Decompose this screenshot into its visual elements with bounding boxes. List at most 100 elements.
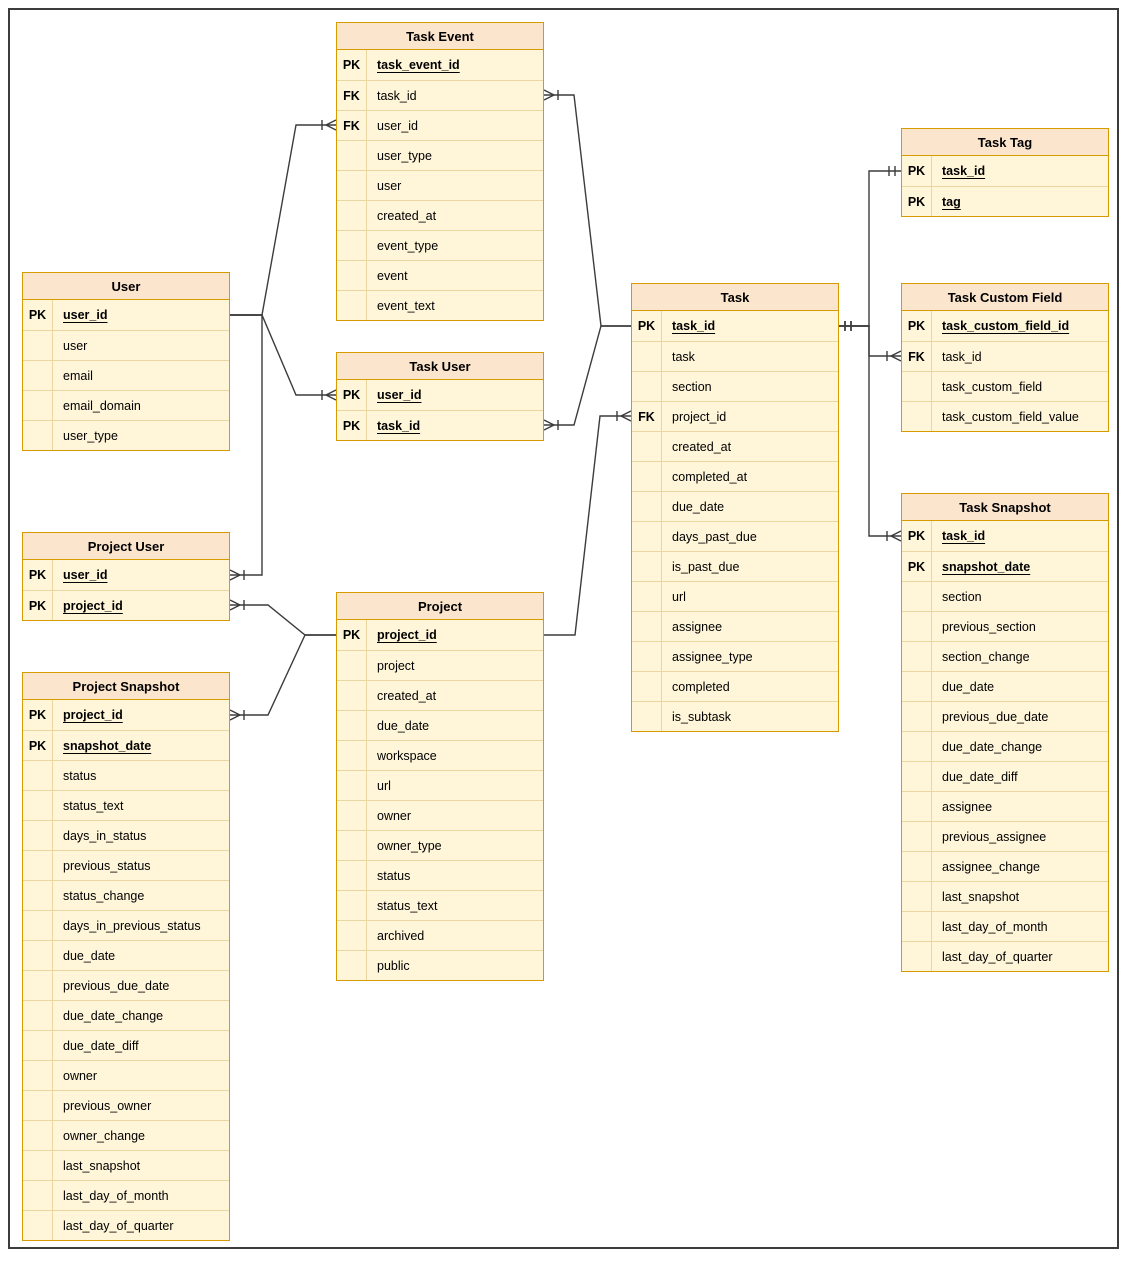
- key-cell: PK: [23, 300, 53, 330]
- field-row-task-days_past_due: days_past_due: [632, 521, 838, 551]
- field-name: user_id: [63, 308, 108, 322]
- field-row-task-snapshot-previous_due_date: previous_due_date: [902, 701, 1108, 731]
- field-name: section: [942, 589, 982, 604]
- field-name: task_id: [672, 319, 716, 333]
- field-name: task_custom_field_id: [942, 319, 1070, 333]
- field-name: task_event_id: [377, 58, 460, 72]
- field-row-project-status_text: status_text: [337, 890, 543, 920]
- field-name: days_in_status: [63, 828, 147, 843]
- key-cell: [337, 921, 367, 950]
- relationship-user-taskevent: [230, 124, 336, 316]
- key-cell: [632, 492, 662, 521]
- field-name: due_date_change: [942, 739, 1043, 754]
- field-row-project-snapshot-last_day_of_quarter: last_day_of_quarter: [23, 1210, 229, 1240]
- relationship-projectsnapshot-project: [230, 634, 336, 716]
- field-name: is_subtask: [672, 709, 732, 724]
- field-name: due_date: [672, 499, 725, 514]
- field-name: task_id: [942, 529, 986, 543]
- key-cell: [337, 741, 367, 770]
- field-row-task-is_past_due: is_past_due: [632, 551, 838, 581]
- field-row-task-snapshot-assignee: assignee: [902, 791, 1108, 821]
- field-name: user_type: [377, 148, 432, 163]
- field-name: assignee: [942, 799, 993, 814]
- key-cell: [632, 642, 662, 671]
- key-cell: [902, 702, 932, 731]
- field-name: section: [672, 379, 712, 394]
- field-name: previous_assignee: [942, 829, 1047, 844]
- field-row-task-task: task: [632, 341, 838, 371]
- key-cell: [23, 1151, 53, 1180]
- field-name: due_date: [63, 948, 116, 963]
- field-name: completed: [672, 679, 730, 694]
- key-cell: [902, 942, 932, 971]
- relationship-taskevent-task: [544, 94, 631, 327]
- field-row-project-due_date: due_date: [337, 710, 543, 740]
- key-cell: [23, 761, 53, 790]
- field-name: completed_at: [672, 469, 748, 484]
- field-row-task-event-user: user: [337, 170, 543, 200]
- field-row-task-snapshot-assignee_change: assignee_change: [902, 851, 1108, 881]
- key-cell: [23, 391, 53, 420]
- field-name: owner: [63, 1068, 98, 1083]
- key-cell: [337, 261, 367, 290]
- field-row-task-event-event_text: event_text: [337, 290, 543, 320]
- field-row-project-archived: archived: [337, 920, 543, 950]
- key-cell: FK: [337, 81, 367, 110]
- field-name: task: [672, 349, 695, 364]
- field-row-task-snapshot-due_date: due_date: [902, 671, 1108, 701]
- field-row-task-snapshot-last_day_of_month: last_day_of_month: [902, 911, 1108, 941]
- field-name: event_type: [377, 238, 439, 253]
- field-row-project-snapshot-last_snapshot: last_snapshot: [23, 1150, 229, 1180]
- key-cell: [23, 1091, 53, 1120]
- field-row-user-user: user: [23, 330, 229, 360]
- key-cell: [23, 911, 53, 940]
- key-cell: [337, 231, 367, 260]
- field-name: created_at: [377, 688, 437, 703]
- field-name: previous_due_date: [63, 978, 170, 993]
- field-name: status_text: [377, 898, 438, 913]
- field-name: previous_status: [63, 858, 151, 873]
- field-name: assignee: [672, 619, 723, 634]
- field-name: url: [377, 778, 391, 793]
- field-row-project-snapshot-previous_owner: previous_owner: [23, 1090, 229, 1120]
- field-row-project-snapshot-owner_change: owner_change: [23, 1120, 229, 1150]
- field-name: snapshot_date: [63, 738, 152, 753]
- field-name: last_day_of_month: [942, 919, 1048, 934]
- key-cell: [337, 651, 367, 680]
- field-name: status: [377, 868, 411, 883]
- relationship-projectuser-project: [230, 604, 336, 636]
- key-cell: [632, 672, 662, 701]
- field-name: last_snapshot: [942, 889, 1020, 904]
- field-name: assignee_type: [672, 649, 753, 664]
- field-name: owner: [377, 808, 412, 823]
- field-name: email_domain: [63, 398, 141, 413]
- field-name: project_id: [672, 409, 727, 424]
- key-cell: [632, 612, 662, 641]
- field-name: is_past_due: [672, 559, 740, 574]
- key-cell: PK: [337, 411, 367, 440]
- key-cell: [902, 582, 932, 611]
- key-cell: [23, 1121, 53, 1150]
- key-cell: [632, 582, 662, 611]
- key-cell: [337, 951, 367, 980]
- field-name: url: [672, 589, 686, 604]
- key-cell: [23, 1061, 53, 1090]
- field-row-project-snapshot-status: status: [23, 760, 229, 790]
- field-row-task-event-event: event: [337, 260, 543, 290]
- field-row-project-snapshot-status_text: status_text: [23, 790, 229, 820]
- key-cell: [23, 941, 53, 970]
- field-name: last_day_of_quarter: [942, 949, 1053, 964]
- field-name: due_date_diff: [942, 769, 1018, 784]
- field-row-project-snapshot-status_change: status_change: [23, 880, 229, 910]
- field-row-project-snapshot-due_date_diff: due_date_diff: [23, 1030, 229, 1060]
- field-row-task-url: url: [632, 581, 838, 611]
- key-cell: [632, 432, 662, 461]
